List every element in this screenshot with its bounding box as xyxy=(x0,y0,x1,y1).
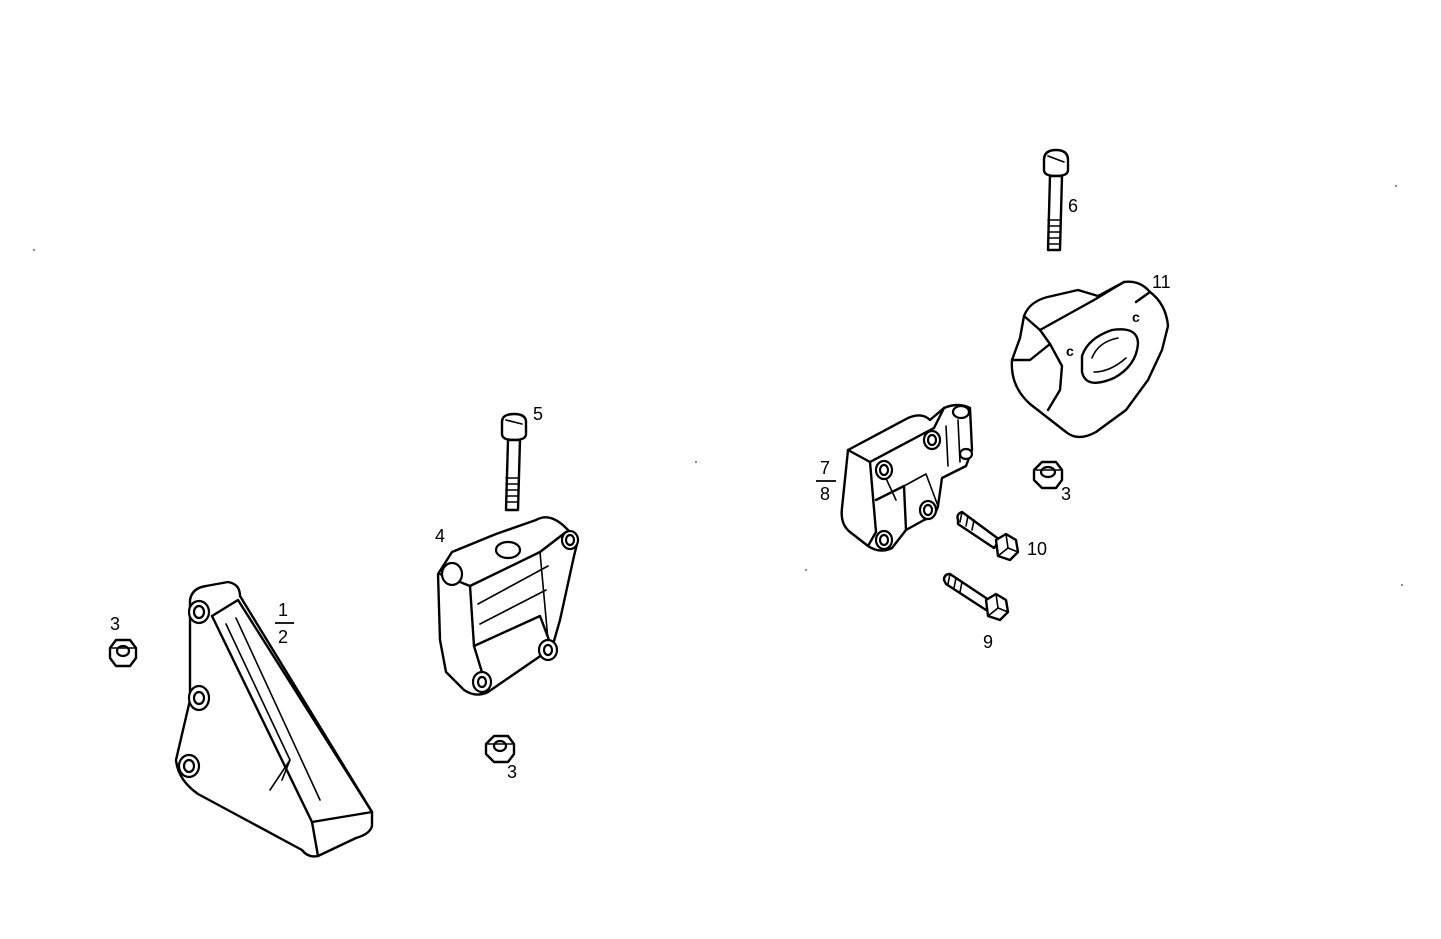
label-part-2: 2 xyxy=(278,627,288,647)
engine-mount-4 xyxy=(436,516,580,696)
label-part-9: 9 xyxy=(983,632,993,652)
label-part-3-left: 3 xyxy=(110,614,120,634)
speck xyxy=(33,249,35,251)
label-part-11: 11 xyxy=(1152,272,1171,292)
bolt-9 xyxy=(942,572,1010,622)
label-part-1: 1 xyxy=(278,600,288,620)
nut-left xyxy=(108,638,138,668)
bolt-6 xyxy=(1042,148,1070,252)
bolt-5 xyxy=(500,412,528,512)
mark-c-right: c xyxy=(1132,309,1140,325)
label-part-6: 6 xyxy=(1068,196,1078,216)
nut-right xyxy=(1032,460,1064,490)
label-part-5: 5 xyxy=(533,404,543,424)
bolt-10 xyxy=(956,510,1020,562)
rubber-mount-11: c c xyxy=(1010,280,1170,439)
label-part-7: 7 xyxy=(820,458,830,478)
speck xyxy=(805,569,807,571)
label-part-3-center: 3 xyxy=(507,762,517,782)
bracket-7-8 xyxy=(840,403,974,552)
label-part-10: 10 xyxy=(1027,539,1047,559)
nut-center xyxy=(484,734,516,764)
label-part-4: 4 xyxy=(435,526,445,546)
label-part-8: 8 xyxy=(820,484,830,504)
speck xyxy=(695,461,697,463)
speck xyxy=(1401,584,1403,586)
mark-c-left: c xyxy=(1066,343,1074,359)
triangular-bracket xyxy=(174,580,374,858)
label-part-3-right: 3 xyxy=(1061,484,1071,504)
speck xyxy=(1395,185,1397,187)
